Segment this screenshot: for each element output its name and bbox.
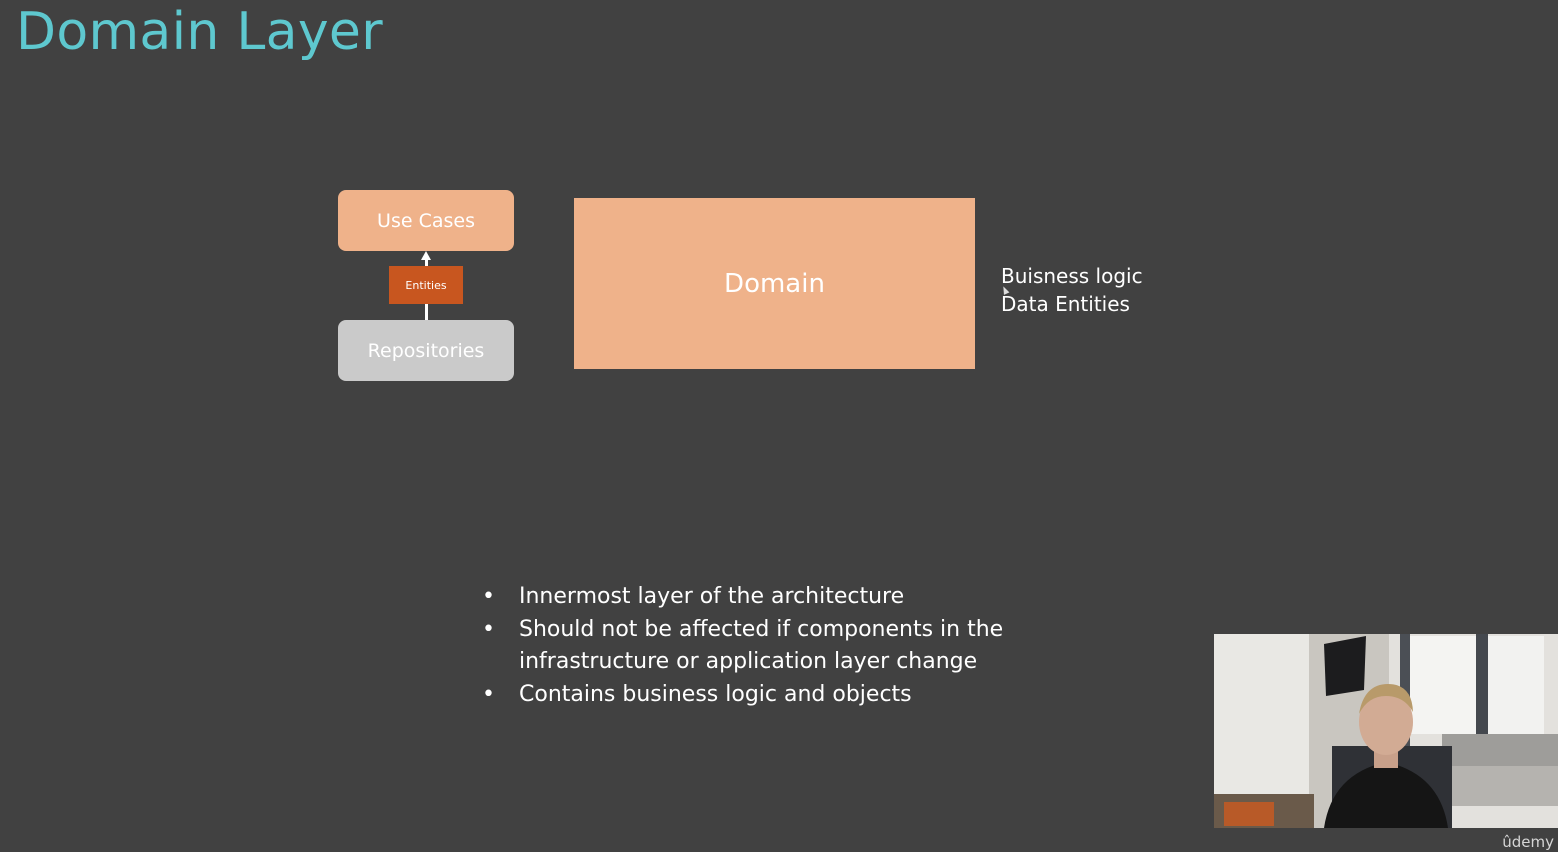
- udemy-logo: ûdemy: [1502, 833, 1554, 851]
- bullet-item: •Innermost layer of the architecture: [482, 581, 1042, 614]
- side-note-data-entities: Data Entities: [1001, 292, 1130, 316]
- webcam-scene-image: [1214, 634, 1558, 828]
- bullet-item: •Should not be affected if components in…: [482, 614, 1042, 679]
- bullet-item: •Contains business logic and objects: [482, 679, 1042, 712]
- bullet-list: •Innermost layer of the architecture •Sh…: [482, 581, 1042, 711]
- bullet-icon: •: [482, 584, 495, 609]
- webcam-overlay: [1214, 634, 1558, 828]
- entities-box: Entities: [389, 266, 463, 304]
- connector-line-top: [425, 258, 428, 266]
- side-notes: Buisness logic Data Entities: [1001, 262, 1143, 318]
- domain-box: Domain: [574, 198, 975, 369]
- use-cases-box: Use Cases: [338, 190, 514, 251]
- arrow-up-icon: [421, 251, 431, 260]
- repositories-box: Repositories: [338, 320, 514, 381]
- bullet-icon: •: [482, 616, 495, 642]
- side-note-business-logic: Buisness logic: [1001, 264, 1143, 288]
- bullet-icon: •: [482, 681, 495, 707]
- connector-line-bottom: [425, 304, 428, 320]
- slide-title: Domain Layer: [16, 2, 383, 62]
